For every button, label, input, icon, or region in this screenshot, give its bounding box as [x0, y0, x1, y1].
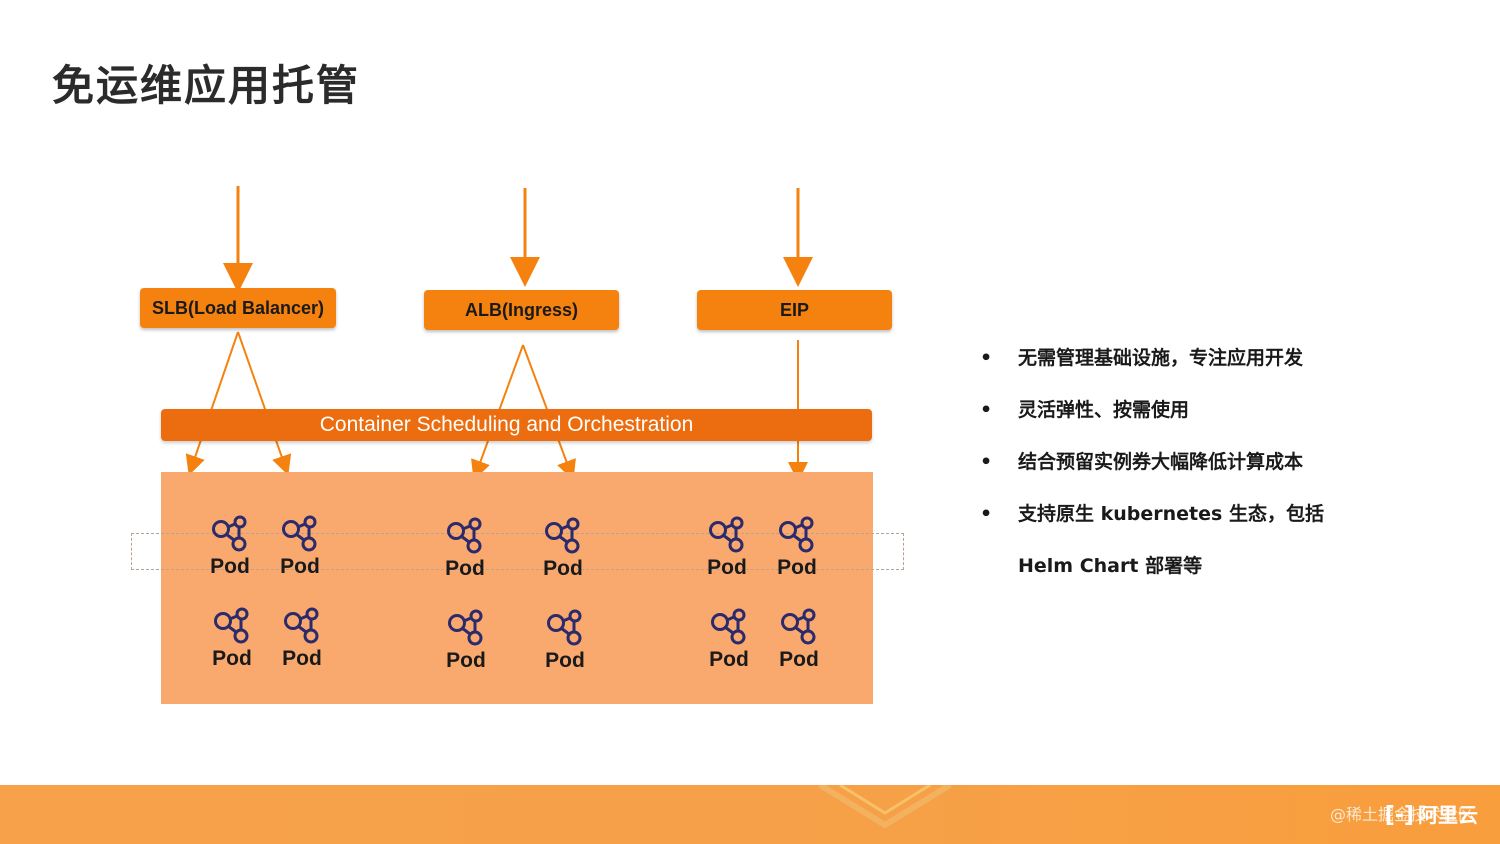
alibaba-cloud-logo: [-]阿里云 — [1385, 799, 1478, 828]
dashed-highlight — [131, 533, 904, 570]
pod: Pod — [272, 607, 332, 671]
bullet-marker: • — [980, 451, 993, 473]
arrow-alb-right — [522, 344, 576, 481]
feature-text: 结合预留实例券大幅降低计算成本 — [1018, 451, 1304, 473]
bullet-marker: • — [980, 503, 993, 525]
pod-label: Pod — [709, 648, 749, 671]
pod-label: Pod — [707, 556, 747, 579]
pod-icon — [284, 607, 319, 644]
feature-item-continuation: Helm Chart 部署等 — [980, 548, 1400, 600]
feature-text: 无需管理基础设施，专注应用开发 — [1018, 347, 1304, 369]
pod-icon — [212, 515, 247, 552]
feature-text: 灵活弹性、按需使用 — [1018, 399, 1190, 421]
pod: Pod — [535, 609, 595, 673]
pod-icon — [447, 517, 482, 554]
pod-icon — [781, 608, 816, 645]
arrow-slb-right — [237, 331, 292, 476]
pod-label: Pod — [282, 647, 322, 670]
bullet-marker: • — [980, 347, 993, 369]
pod: Pod — [533, 517, 593, 581]
pod: Pod — [436, 609, 496, 673]
pod-icon — [282, 515, 317, 552]
logo-mark: [-] — [1384, 803, 1414, 828]
slb-box: SLB(Load Balancer) — [140, 288, 336, 328]
pod-icon — [214, 607, 249, 644]
feature-item: • 灵活弹性、按需使用 — [980, 392, 1400, 444]
pod-label: Pod — [543, 557, 583, 580]
pod: Pod — [699, 608, 759, 672]
pod: Pod — [200, 515, 260, 579]
pod-icon — [711, 608, 746, 645]
feature-item: • 无需管理基础设施，专注应用开发 — [980, 340, 1400, 392]
pod: Pod — [270, 515, 330, 579]
feature-text: 支持原生 kubernetes 生态，包括 — [1018, 503, 1324, 525]
feature-text: Helm Chart 部署等 — [1018, 555, 1203, 577]
watermark: @稀土掘金技术社区 — [1329, 805, 1474, 824]
pod-label: Pod — [545, 649, 585, 672]
pod-icon — [448, 609, 483, 646]
pod-label: Pod — [446, 649, 486, 672]
pod-label: Pod — [779, 648, 819, 671]
pod-icon — [547, 609, 582, 646]
pod: Pod — [769, 608, 829, 672]
slide-title: 免运维应用托管 — [52, 61, 361, 110]
arrow-slb-left — [185, 331, 239, 476]
pod-label: Pod — [212, 647, 252, 670]
pod: Pod — [435, 517, 495, 581]
pod: Pod — [697, 516, 757, 580]
pod: Pod — [202, 607, 262, 671]
feature-list: • 无需管理基础设施，专注应用开发 • 灵活弹性、按需使用 • 结合预留实例券大… — [980, 340, 1400, 600]
pod-label: Pod — [777, 556, 817, 579]
pod-icon — [545, 517, 580, 554]
pod-icon — [709, 516, 744, 553]
pod: Pod — [767, 516, 827, 580]
orchestration-bar: Container Scheduling and Orchestration — [161, 409, 872, 441]
eip-box: EIP — [697, 290, 892, 330]
pod-icon — [779, 516, 814, 553]
pod-area — [161, 472, 873, 704]
arrow-alb-left — [471, 344, 524, 481]
logo-text: 阿里云 — [1418, 803, 1478, 827]
alb-box: ALB(Ingress) — [424, 290, 619, 330]
pod-label: Pod — [280, 555, 320, 578]
feature-item: • 结合预留实例券大幅降低计算成本 — [980, 444, 1400, 496]
footer-band: [-]阿里云 @稀土掘金技术社区 — [0, 785, 1500, 844]
pod-label: Pod — [210, 555, 250, 578]
feature-item: • 支持原生 kubernetes 生态，包括 — [980, 496, 1400, 548]
pod-label: Pod — [445, 557, 485, 580]
footer-chevron-decoration — [818, 785, 952, 829]
bullet-marker: • — [980, 399, 993, 421]
